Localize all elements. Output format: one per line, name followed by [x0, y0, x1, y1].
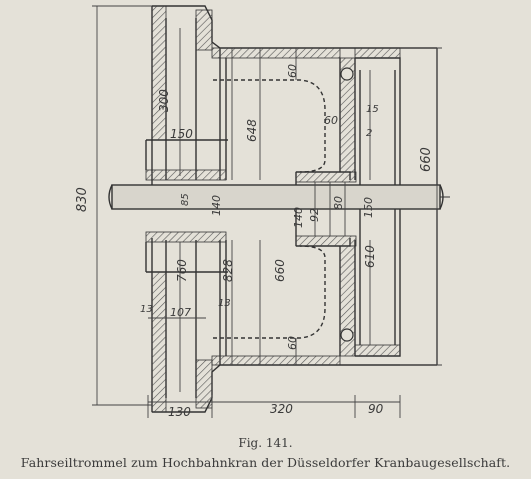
dim-2: 2	[366, 128, 372, 139]
left-flange-bottom	[152, 364, 437, 413]
dim-320: 320	[270, 402, 293, 416]
dim-13-left: 13	[140, 304, 153, 315]
dim-60-fillet: 60	[324, 114, 338, 127]
hatch-hub-left-top	[145, 169, 227, 181]
dim-92: 92	[308, 208, 321, 222]
hatch-right-ring-top	[354, 47, 401, 59]
dim-660-right: 660	[419, 147, 434, 172]
shaft	[108, 184, 450, 210]
hatch-left-flange-bottom	[195, 359, 213, 409]
bolt-hole-bottom	[340, 328, 354, 342]
dim-828: 828	[221, 259, 235, 282]
dim-13-right: 13	[218, 298, 231, 309]
hatch-right-web-top	[339, 57, 356, 173]
dim-140-left: 140	[210, 195, 223, 216]
inner-bore	[213, 79, 326, 339]
left-flange-top	[152, 5, 437, 49]
central-web	[219, 48, 227, 365]
dim-610: 610	[363, 245, 377, 268]
figure-number: Fig. 141.	[238, 436, 293, 450]
hatch-hub-right-top	[295, 171, 357, 183]
dim-107: 107	[170, 306, 191, 319]
dim-830: 830	[75, 187, 90, 212]
hatch-hub-right-bottom	[295, 235, 357, 247]
dim-760: 760	[175, 259, 189, 282]
dim-648: 648	[245, 119, 259, 142]
dim-150-left: 150	[170, 127, 193, 141]
hatch-web-bottom	[211, 355, 341, 366]
hatch-left-top	[151, 5, 167, 141]
dim-150-right: 150	[362, 197, 375, 218]
hatch-left-bottom	[151, 271, 167, 413]
dim-60-bottom: 60	[286, 336, 299, 350]
dim-80: 80	[332, 196, 345, 210]
hatch-web-top	[211, 47, 341, 59]
dim-85: 85	[180, 193, 191, 206]
dim-300: 300	[157, 89, 171, 112]
hatch-right-web-bottom	[339, 245, 356, 357]
bolt-hole-top	[340, 67, 354, 81]
dim-660-mid: 660	[273, 259, 287, 282]
dim-130: 130	[168, 405, 191, 419]
dim-60-top: 60	[286, 64, 299, 78]
hatch-hub-left-bottom	[145, 231, 227, 243]
hatch-right-ring-bottom	[354, 344, 401, 357]
dim-15: 15	[366, 104, 379, 115]
dim-140-right: 140	[292, 207, 305, 228]
left-hub	[145, 139, 228, 273]
rope-drum-drawing: 830 660 300 150 85 140 760 828 107 13 13…	[75, 5, 450, 419]
dim-90: 90	[368, 402, 384, 416]
hatch-left-flange-top	[195, 9, 213, 51]
figure-caption: Fahrseiltrommel zum Hochbahnkran der Düs…	[20, 455, 511, 470]
